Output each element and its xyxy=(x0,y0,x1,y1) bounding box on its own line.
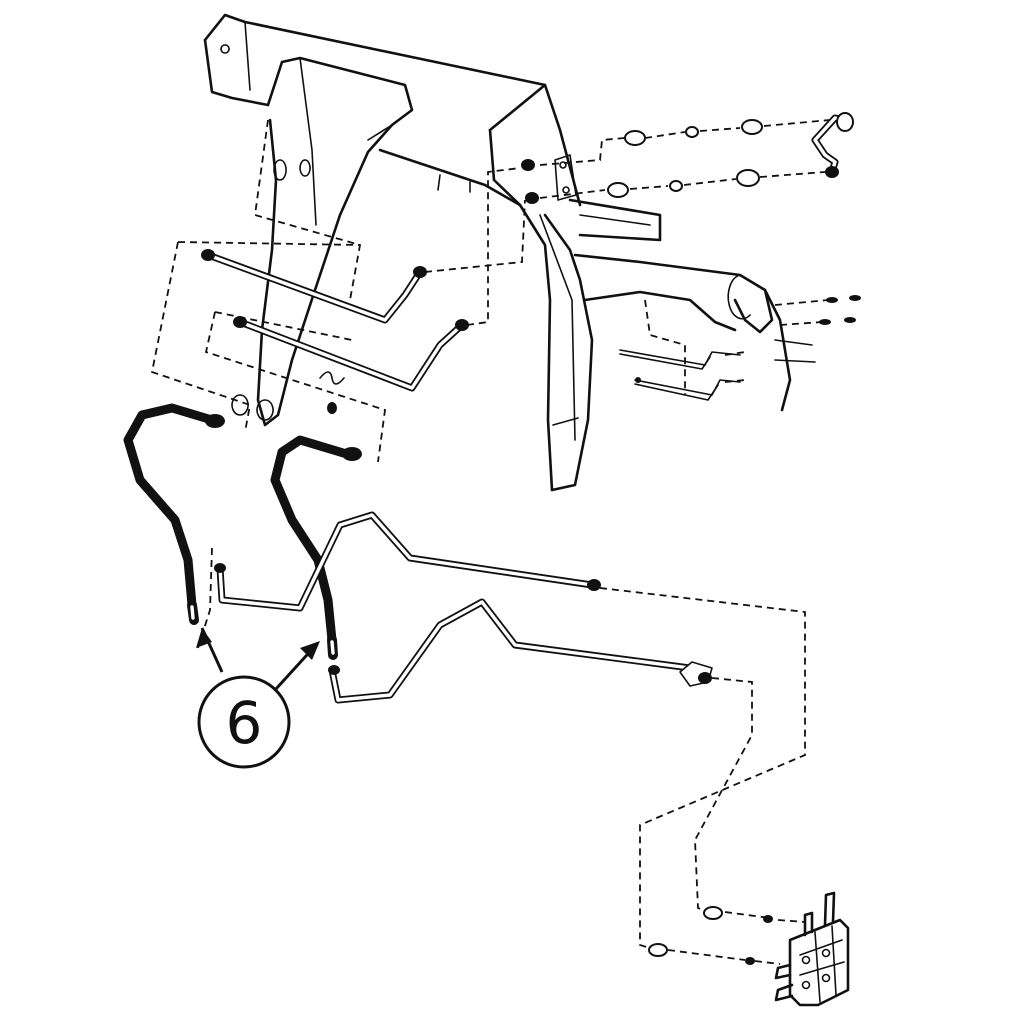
dashed-leaders-upper xyxy=(150,119,831,463)
side-tubes xyxy=(619,349,741,401)
control-valve xyxy=(648,891,850,1007)
callout-circle xyxy=(197,675,291,769)
loader-frame xyxy=(203,13,816,492)
dashed-leaders-lower xyxy=(197,547,806,965)
upper-rigid-tubes xyxy=(201,249,469,414)
callout-number: 6 xyxy=(226,689,263,757)
flexible-hoses xyxy=(123,403,362,660)
lower-rigid-tubes xyxy=(214,511,713,704)
top-right-fittings xyxy=(521,112,861,325)
callout-6: 6 xyxy=(196,627,320,769)
